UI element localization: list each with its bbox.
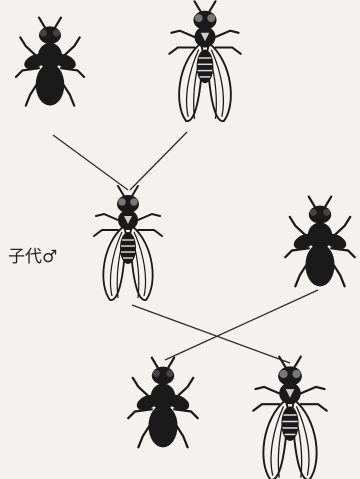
line-parent2-to-offspring	[130, 132, 187, 190]
progeny-fly-patterned	[253, 357, 326, 479]
offspring-fly-patterned	[94, 186, 162, 300]
offspring-male-label: 子代♂	[8, 247, 57, 267]
line-parent1-to-offspring	[53, 135, 128, 190]
offspring-label-text: 子代	[8, 247, 42, 267]
parent-fly-dark	[16, 18, 84, 106]
mate-fly-dark	[285, 197, 354, 287]
parent-fly-patterned	[169, 1, 240, 121]
cross-lines	[53, 132, 318, 363]
male-symbol: ♂	[42, 247, 57, 267]
progeny-fly-dark	[128, 358, 197, 448]
